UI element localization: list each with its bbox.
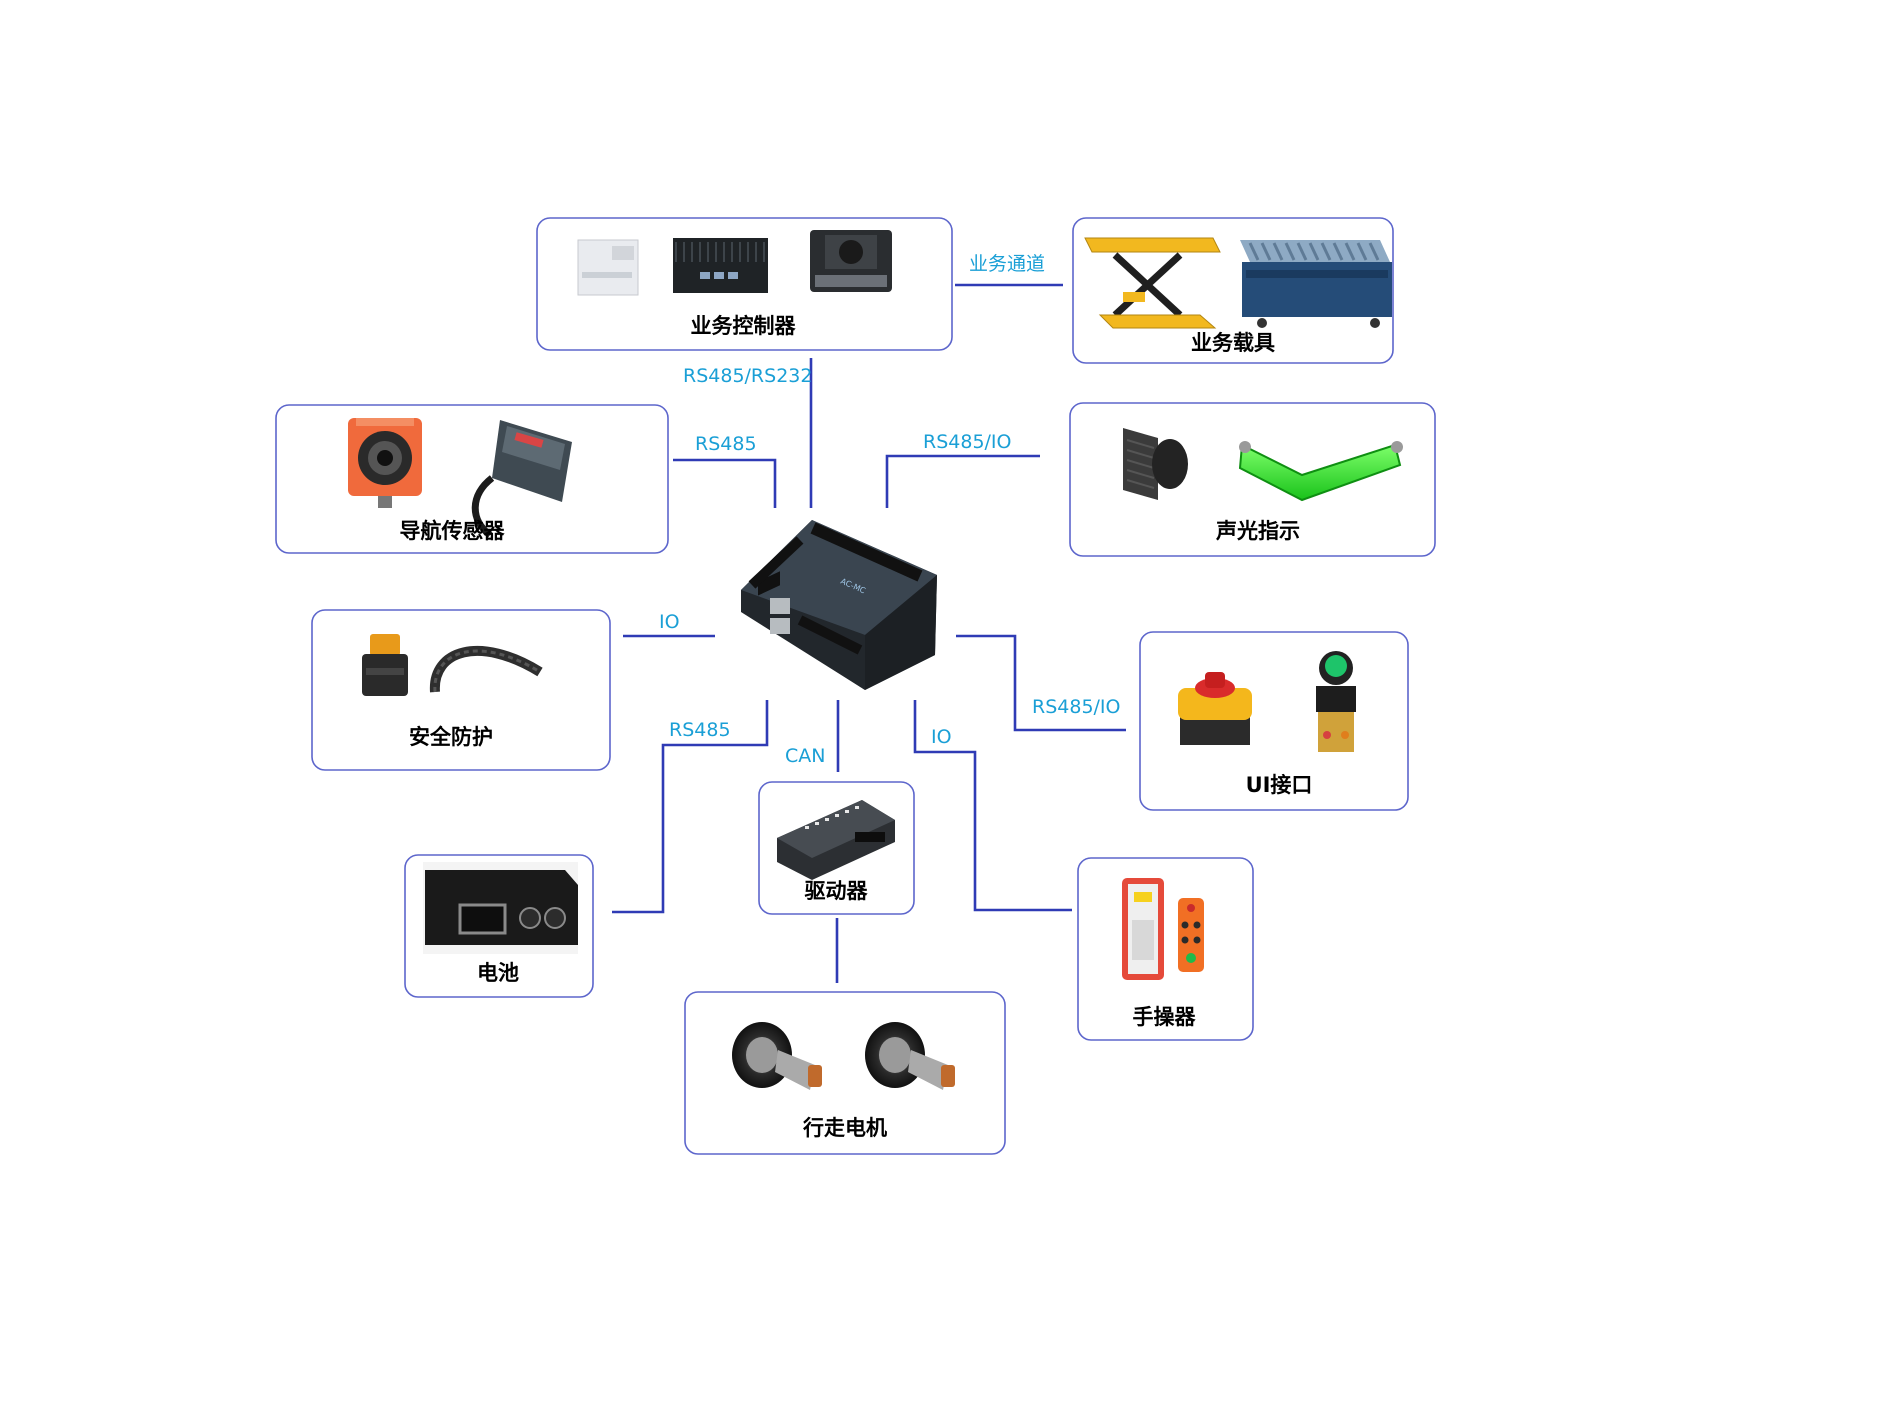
node-business-controller: 业务控制器	[536, 217, 953, 351]
node-battery: 电池	[404, 854, 594, 998]
label-ui-link: RS485/IO	[1032, 696, 1121, 718]
wire-nav	[673, 458, 777, 508]
emergency-stop-image	[1178, 672, 1252, 745]
travel-motor-label: 行走电机	[802, 1116, 887, 1140]
wire-hand	[913, 700, 1072, 912]
light-strip-image	[1238, 441, 1403, 502]
wire-sound-light	[885, 454, 1040, 508]
camera-sensor-image	[348, 418, 422, 508]
wheel-motor-image-2	[865, 1022, 955, 1090]
label-nav-link: RS485	[695, 433, 757, 455]
node-travel-motor: 行走电机	[684, 991, 1006, 1155]
label-safety-link: IO	[659, 611, 680, 633]
label-driver-link: CAN	[785, 745, 825, 767]
node-business-carrier: 业务载具	[1072, 217, 1394, 364]
wire-labels: 业务通道 RS485/RS232 RS485 RS485/IO IO RS485…	[659, 253, 1121, 767]
plc-image	[577, 239, 639, 296]
safety-edge-image	[429, 645, 543, 693]
nav-sensor-label: 导航传感器	[400, 519, 506, 543]
main-controller-image: AC-MC	[741, 520, 937, 690]
speaker-image	[1123, 428, 1188, 500]
remote-main-image	[1122, 878, 1164, 980]
label-hand-link: IO	[931, 726, 952, 748]
node-sound-light: 声光指示	[1069, 402, 1436, 557]
label-battery-link: RS485	[669, 719, 731, 741]
motor-driver-image	[777, 800, 895, 880]
ui-interface-label: UI接口	[1246, 773, 1313, 797]
wires	[612, 283, 1126, 983]
driver-label: 驱动器	[805, 879, 869, 903]
lift-table-image	[1084, 237, 1221, 329]
node-driver: 驱动器	[758, 781, 915, 915]
node-ui-interface: UI接口	[1139, 631, 1409, 811]
node-safety: 安全防护	[311, 609, 611, 771]
business-controller-label: 业务控制器	[691, 314, 797, 338]
industrial-pc-image	[673, 238, 768, 293]
inclinometer-image	[471, 420, 572, 538]
wheel-motor-image-1	[732, 1022, 822, 1090]
sound-light-label: 声光指示	[1215, 519, 1300, 543]
roller-conveyor-image	[1240, 240, 1392, 328]
edge-computer-image	[810, 230, 892, 292]
lidar-image	[362, 634, 408, 696]
business-carrier-label: 业务载具	[1191, 331, 1275, 355]
label-sound-light-link: RS485/IO	[923, 431, 1012, 453]
node-hand-controller: 手操器	[1077, 857, 1254, 1041]
label-business-channel: 业务通道	[969, 253, 1045, 275]
remote-pendant-image	[1178, 898, 1204, 972]
battery-label: 电池	[477, 961, 519, 985]
battery-image	[423, 862, 578, 954]
safety-label: 安全防护	[409, 725, 493, 749]
node-nav-sensor: 导航传感器	[275, 404, 669, 554]
hand-controller-label: 手操器	[1133, 1005, 1197, 1029]
wire-ui	[956, 634, 1126, 732]
label-controller-link: RS485/RS232	[683, 365, 812, 387]
push-button-image	[1316, 651, 1356, 752]
wire-battery	[612, 700, 769, 914]
